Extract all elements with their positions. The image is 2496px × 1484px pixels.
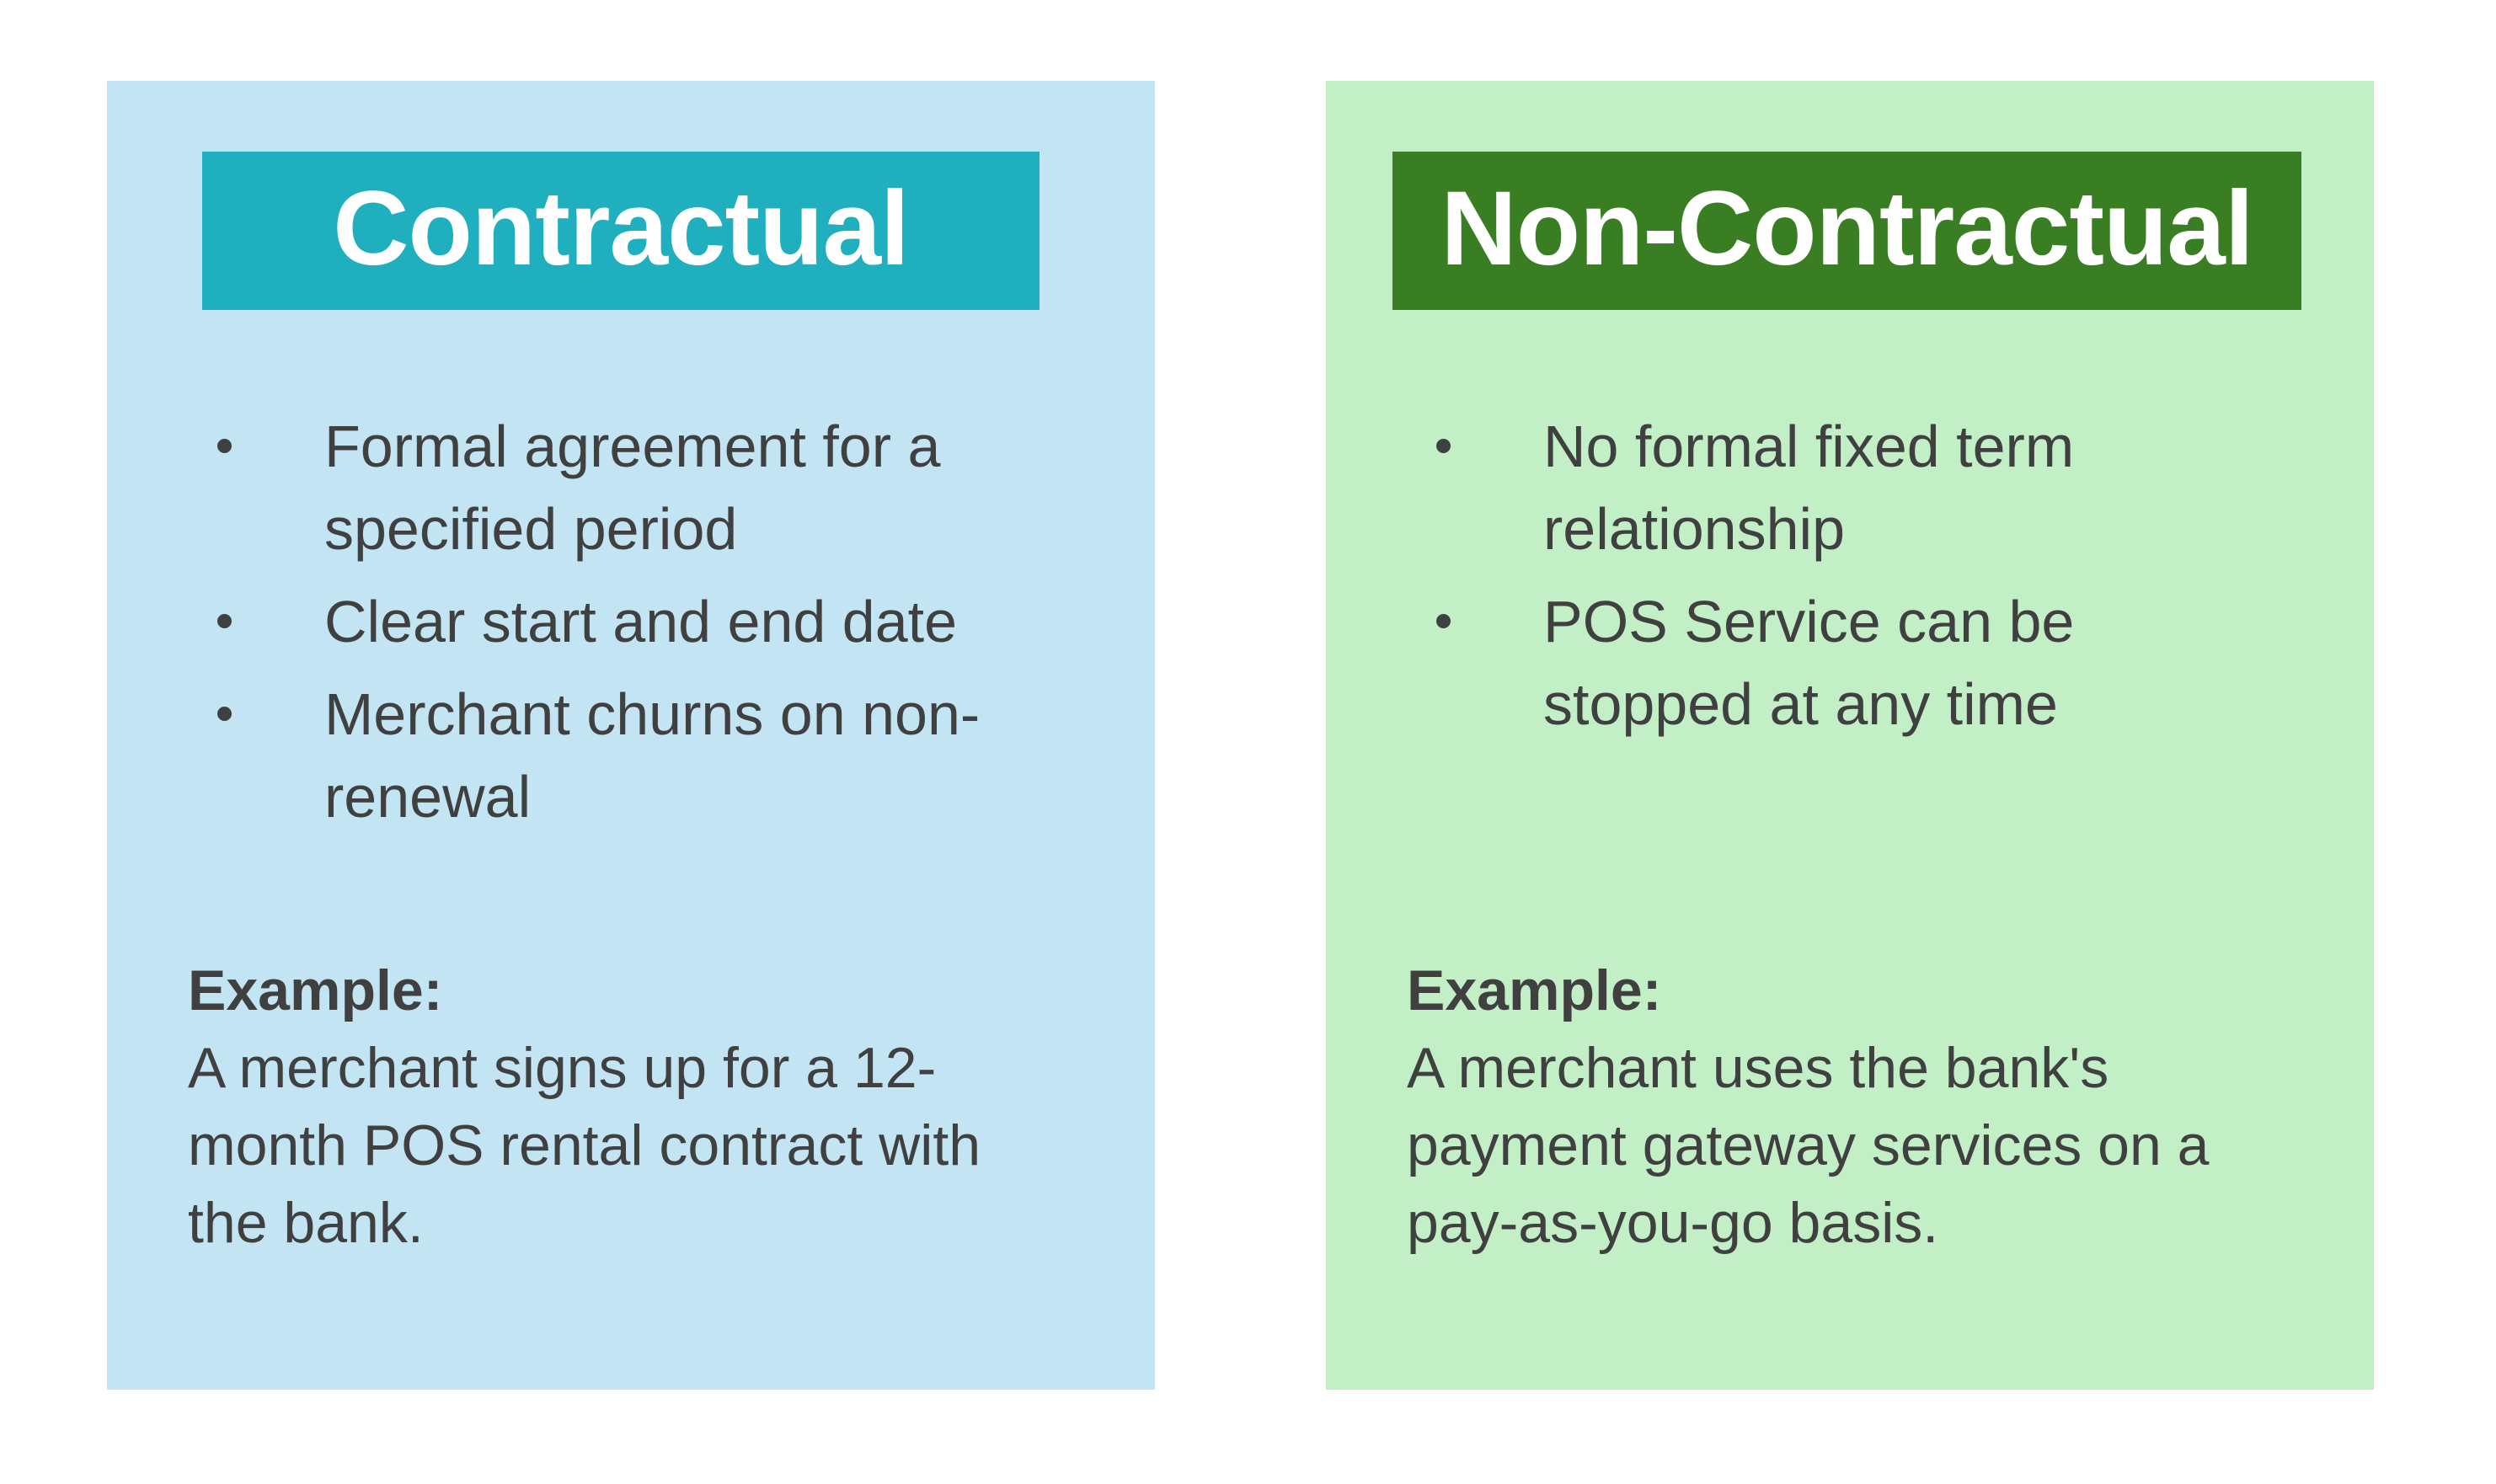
non-contractual-header: Non-Contractual	[1392, 152, 2301, 310]
bullet-item: Merchant churns on non- renewal	[217, 673, 1104, 838]
example-text: A merchant uses the bank's payment gatew…	[1407, 1036, 2210, 1255]
contractual-header: Contractual	[202, 152, 1040, 310]
bullet-item: POS Service can be stopped at any time	[1436, 580, 2323, 745]
bullet-dot-icon	[217, 439, 232, 453]
contractual-panel: Contractual Formal agreement for a speci…	[107, 81, 1155, 1390]
bullet-dot-icon	[1436, 614, 1451, 628]
bullet-dot-icon	[1436, 439, 1451, 453]
non-contractual-title: Non-Contractual	[1440, 169, 2253, 287]
bullet-item: No formal fixed term relationship	[1436, 405, 2323, 570]
contractual-bullet-list: Formal agreement for a specified period …	[217, 405, 1104, 848]
bullet-dot-icon	[217, 707, 232, 721]
contractual-example: Example: A merchant signs up for a 12- m…	[188, 952, 1104, 1262]
bullet-item: Formal agreement for a specified period	[217, 405, 1104, 570]
non-contractual-bullet-list: No formal fixed term relationship POS Se…	[1436, 405, 2323, 755]
bullet-dot-icon	[217, 614, 232, 628]
bullet-text: Clear start and end date	[324, 589, 958, 654]
bullet-item: Clear start and end date	[217, 580, 1104, 663]
non-contractual-panel: Non-Contractual No formal fixed term rel…	[1326, 81, 2374, 1390]
example-label: Example:	[1407, 958, 1662, 1022]
example-text: A merchant signs up for a 12- month POS …	[188, 1036, 981, 1255]
bullet-text: Formal agreement for a specified period	[324, 414, 941, 562]
non-contractual-example: Example: A merchant uses the bank's paym…	[1407, 952, 2323, 1262]
bullet-text: Merchant churns on non- renewal	[324, 681, 981, 830]
bullet-text: No formal fixed term relationship	[1543, 414, 2075, 562]
bullet-text: POS Service can be stopped at any time	[1543, 589, 2075, 737]
contractual-title: Contractual	[333, 169, 910, 287]
example-label: Example:	[188, 958, 443, 1022]
